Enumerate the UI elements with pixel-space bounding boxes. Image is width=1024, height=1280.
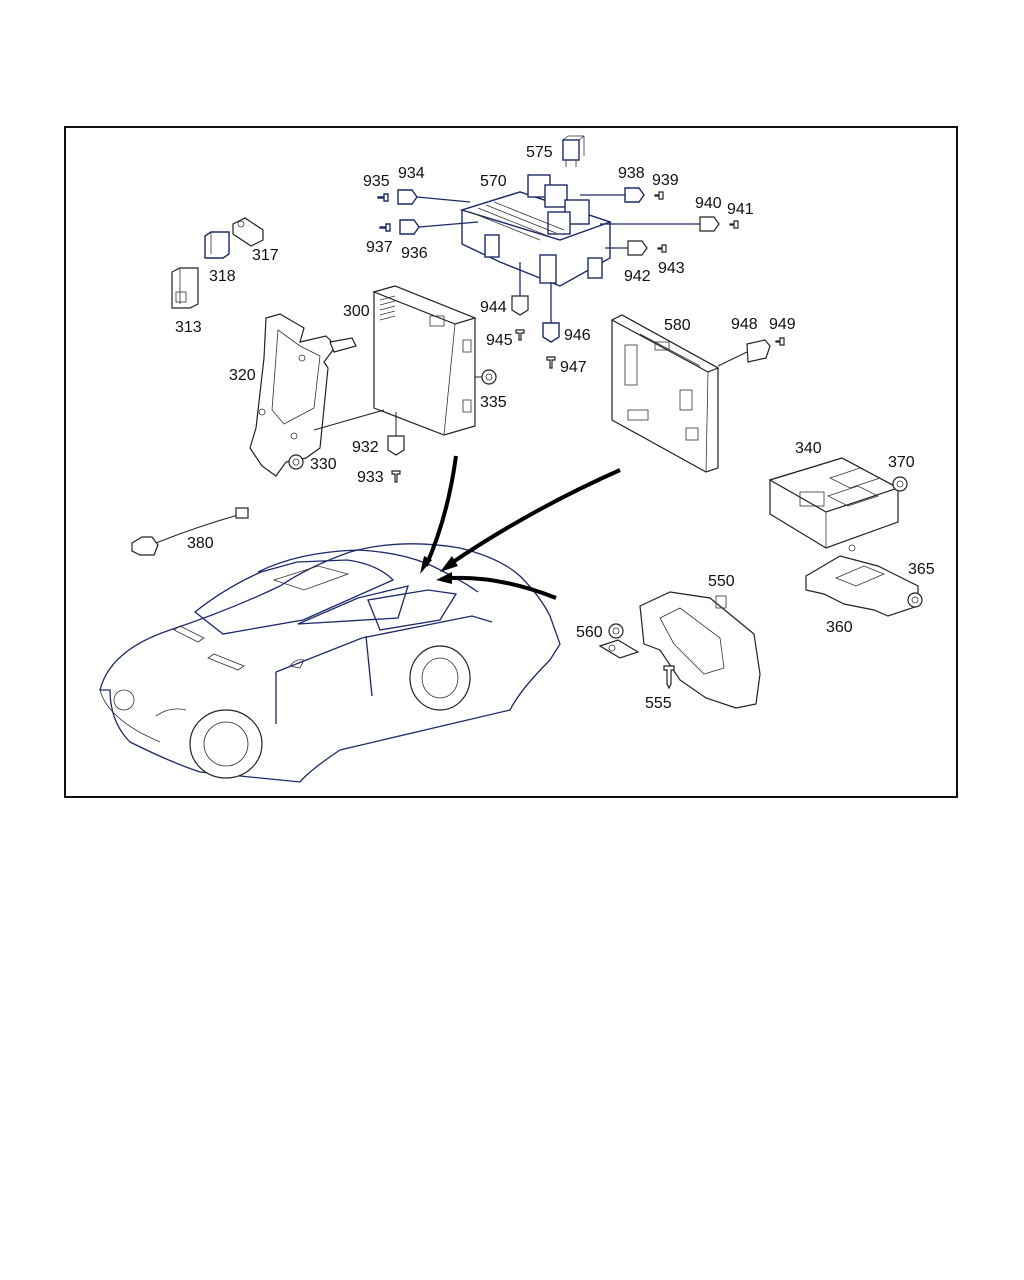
car-illustration [99, 543, 561, 783]
sensor-380 [131, 507, 249, 556]
label-555: 555 [645, 695, 672, 712]
label-942: 942 [624, 268, 651, 285]
label-580: 580 [664, 317, 691, 334]
nut-365 [907, 592, 923, 608]
pin-933 [391, 470, 401, 483]
leader-948 [717, 351, 748, 367]
label-943: 943 [658, 260, 685, 277]
connector-936 [399, 219, 420, 235]
label-360: 360 [826, 619, 853, 636]
label-944: 944 [480, 299, 507, 316]
diagram-frame [64, 126, 958, 798]
connector-942 [627, 240, 648, 256]
label-330: 330 [310, 456, 337, 473]
nut-370 [892, 476, 908, 492]
control-unit-300 [372, 285, 477, 436]
leader-lines-570 [416, 194, 700, 323]
nut-560 [608, 623, 624, 639]
label-938: 938 [618, 165, 645, 182]
label-318: 318 [209, 268, 236, 285]
pin-947 [546, 356, 556, 369]
label-320: 320 [229, 367, 256, 384]
pin-943 [657, 244, 667, 253]
label-317: 317 [252, 247, 279, 264]
label-933: 933 [357, 469, 384, 486]
screw-555 [663, 665, 675, 690]
nut-335 [481, 369, 497, 385]
control-unit-580 [610, 314, 720, 473]
arrow-300-to-car [420, 455, 458, 574]
fuse-relay-box-570 [459, 174, 613, 287]
fuse-318 [204, 231, 230, 259]
label-313: 313 [175, 319, 202, 336]
leader-320-300 [313, 409, 385, 431]
connector-932 [387, 435, 405, 456]
part-labels: 575 935 934 570 938 939 940 941 937 936 … [175, 144, 935, 712]
pin-939 [654, 191, 664, 200]
arrow-580-to-car [440, 468, 621, 572]
clip-317 [232, 217, 264, 247]
label-380: 380 [187, 535, 214, 552]
connector-940 [699, 216, 720, 232]
label-937: 937 [366, 239, 393, 256]
nut-330 [288, 454, 304, 470]
bracket-360 [805, 544, 919, 617]
pin-937 [379, 223, 391, 232]
bracket-320 [249, 313, 357, 477]
connector-946 [542, 322, 560, 343]
plug-313 [171, 267, 199, 309]
label-340: 340 [795, 440, 822, 457]
label-365: 365 [908, 561, 935, 578]
label-946: 946 [564, 327, 591, 344]
connector-934 [397, 189, 418, 205]
label-949: 949 [769, 316, 796, 333]
control-unit-340 [768, 457, 900, 549]
label-335: 335 [480, 394, 507, 411]
label-575: 575 [526, 144, 553, 161]
label-941: 941 [727, 201, 754, 218]
label-550: 550 [708, 573, 735, 590]
label-936: 936 [401, 245, 428, 262]
pin-949 [775, 337, 785, 346]
pin-941 [729, 220, 739, 229]
label-935: 935 [363, 173, 390, 190]
label-934: 934 [398, 165, 425, 182]
connector-938 [624, 187, 645, 203]
label-560: 560 [576, 624, 603, 641]
label-370: 370 [888, 454, 915, 471]
relay-575 [562, 135, 585, 167]
label-948: 948 [731, 316, 758, 333]
pin-935 [377, 193, 389, 202]
label-939: 939 [652, 172, 679, 189]
arrow-550-to-car [436, 572, 557, 600]
label-945: 945 [486, 332, 513, 349]
bracket-550 [598, 591, 761, 709]
label-940: 940 [695, 195, 722, 212]
label-570: 570 [480, 173, 507, 190]
label-932: 932 [352, 439, 379, 456]
connector-944 [511, 295, 529, 316]
label-947: 947 [560, 359, 587, 376]
connector-948 [746, 339, 771, 363]
pin-945 [515, 329, 525, 341]
label-300: 300 [343, 303, 370, 320]
